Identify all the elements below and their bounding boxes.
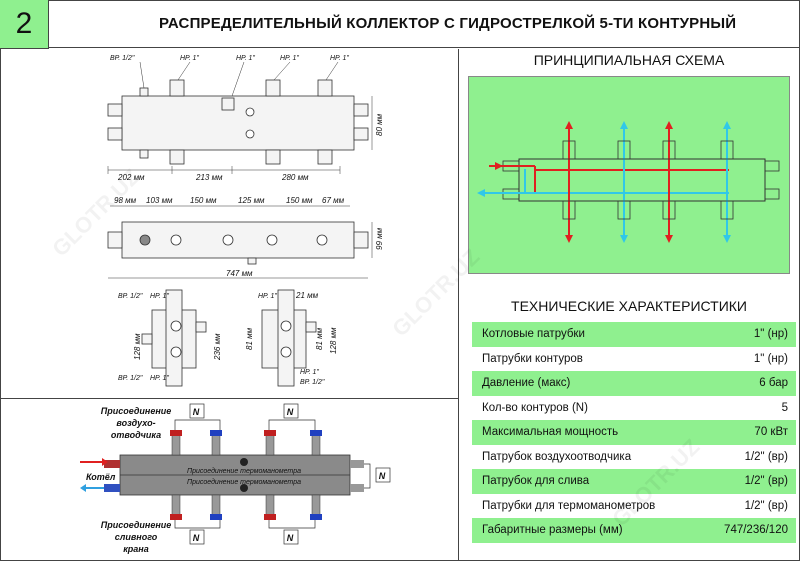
svg-text:150 мм: 150 мм bbox=[190, 196, 217, 205]
svg-text:236 мм: 236 мм bbox=[213, 333, 222, 361]
side-view-right bbox=[261, 289, 317, 387]
svg-text:99 мм: 99 мм bbox=[375, 227, 384, 250]
svg-text:НР. 1": НР. 1" bbox=[330, 55, 349, 62]
vertical-divider bbox=[458, 49, 459, 561]
svg-text:202 мм: 202 мм bbox=[117, 173, 145, 182]
spec-row: Давление (макс)6 бар bbox=[472, 371, 796, 396]
svg-text:81 мм: 81 мм bbox=[315, 327, 324, 350]
svg-text:НР. 1": НР. 1" bbox=[150, 293, 169, 300]
sheet-title: РАСПРЕДЕЛИТЕЛЬНЫЙ КОЛЛЕКТОР С ГИДРОСТРЕЛ… bbox=[49, 0, 799, 48]
svg-text:ВР. 1/2": ВР. 1/2" bbox=[118, 293, 143, 300]
svg-text:Присоединение: Присоединение bbox=[101, 520, 172, 530]
svg-text:Котёл: Котёл bbox=[86, 472, 116, 482]
svg-text:воздухо-: воздухо- bbox=[116, 418, 155, 428]
spec-row: Габаритные размеры (мм)747/236/120 bbox=[472, 518, 796, 543]
svg-text:ВР. 1/2": ВР. 1/2" bbox=[300, 379, 325, 386]
svg-text:98 мм: 98 мм bbox=[114, 196, 137, 205]
svg-text:ВР. 1/2": ВР. 1/2" bbox=[118, 375, 143, 382]
tech-specs-title: ТЕХНИЧЕСКИЕ ХАРАКТЕРИСТИКИ bbox=[511, 298, 747, 314]
svg-text:НР. 1": НР. 1" bbox=[150, 375, 169, 382]
svg-text:213 мм: 213 мм bbox=[195, 173, 223, 182]
svg-text:НР. 1": НР. 1" bbox=[258, 293, 277, 300]
svg-text:N: N bbox=[379, 471, 386, 481]
svg-text:НР. 1": НР. 1" bbox=[300, 369, 319, 376]
svg-text:Присоединение: Присоединение bbox=[101, 406, 172, 416]
svg-text:21 мм: 21 мм bbox=[295, 291, 319, 300]
svg-text:N: N bbox=[287, 407, 294, 417]
svg-text:747 мм: 747 мм bbox=[226, 269, 253, 278]
svg-text:Присоединение термоманометра: Присоединение термоманометра bbox=[187, 467, 301, 475]
svg-text:ВР. 1/2": ВР. 1/2" bbox=[110, 55, 135, 62]
installation-diagram bbox=[80, 403, 391, 545]
horizontal-divider bbox=[0, 398, 459, 399]
top-view bbox=[107, 221, 369, 265]
svg-text:N: N bbox=[193, 407, 200, 417]
svg-text:НР. 1": НР. 1" bbox=[236, 55, 255, 62]
svg-text:сливного: сливного bbox=[115, 532, 158, 542]
svg-text:НР. 1": НР. 1" bbox=[280, 55, 299, 62]
svg-text:150 мм: 150 мм bbox=[286, 196, 313, 205]
svg-text:67 мм: 67 мм bbox=[322, 196, 345, 205]
svg-text:125 мм: 125 мм bbox=[238, 196, 265, 205]
svg-text:280 мм: 280 мм bbox=[281, 173, 309, 182]
svg-text:крана: крана bbox=[123, 544, 149, 554]
svg-text:НР. 1": НР. 1" bbox=[180, 55, 199, 62]
scheme-diagram bbox=[477, 121, 780, 243]
technical-drawing: ВР. 1/2" НР. 1" НР. 1" НР. 1" НР. 1" 202… bbox=[80, 55, 391, 554]
svg-text:80 мм: 80 мм bbox=[375, 113, 384, 136]
sheet-number: 2 bbox=[0, 0, 49, 49]
svg-text:128 мм: 128 мм bbox=[329, 327, 338, 354]
svg-text:81 мм: 81 мм bbox=[245, 327, 254, 350]
front-view bbox=[107, 79, 369, 165]
svg-text:N: N bbox=[287, 533, 294, 543]
principal-scheme bbox=[468, 76, 790, 274]
svg-text:N: N bbox=[193, 533, 200, 543]
svg-text:Присоединение термоманометра: Присоединение термоманометра bbox=[187, 478, 301, 486]
scheme-title: ПРИНЦИПИАЛЬНАЯ СХЕМА bbox=[533, 52, 725, 68]
svg-text:128 мм: 128 мм bbox=[133, 333, 142, 360]
side-view-left bbox=[141, 289, 207, 387]
spec-row: Кол-во контуров (N)5 bbox=[482, 401, 788, 414]
svg-text:отводчика: отводчика bbox=[111, 430, 161, 440]
svg-text:103 мм: 103 мм bbox=[146, 196, 173, 205]
